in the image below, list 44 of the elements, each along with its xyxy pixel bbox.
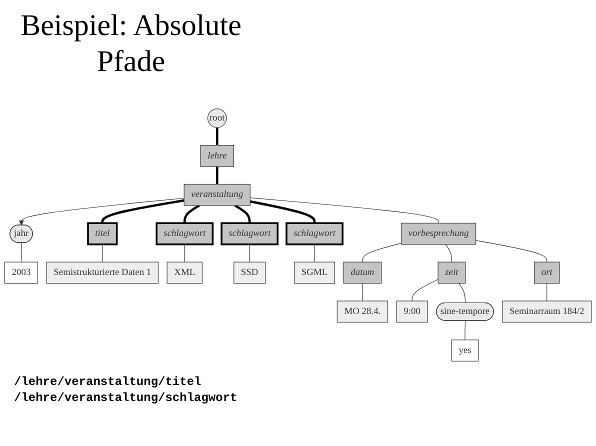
connector xyxy=(476,240,548,262)
node-box: titel xyxy=(87,222,118,246)
connector xyxy=(445,244,452,262)
node-box: 2003 xyxy=(4,262,38,284)
connector xyxy=(546,283,548,302)
node-box: XML xyxy=(166,262,202,284)
connector xyxy=(234,204,251,224)
arrow xyxy=(18,198,184,226)
node-box: yes xyxy=(451,340,479,362)
connector xyxy=(314,244,315,262)
path-expression: /lehre/veranstaltung/schlagwort xyxy=(14,390,238,406)
node-box: datum xyxy=(343,262,382,284)
connector xyxy=(250,200,316,224)
connector xyxy=(216,166,218,184)
connector xyxy=(101,199,184,224)
node-box: schlagwort xyxy=(286,222,344,246)
connector xyxy=(250,197,439,224)
node-box: SSD xyxy=(234,262,266,284)
node-box: ort xyxy=(534,262,560,284)
connector xyxy=(184,244,185,262)
node-circle: root xyxy=(207,108,227,128)
node-box: zeit xyxy=(438,262,466,284)
node-box: veranstaltung xyxy=(184,184,250,206)
connector xyxy=(464,320,466,340)
node-box: SGML xyxy=(294,262,336,284)
connector xyxy=(216,128,218,146)
node-box: MO 28.4. xyxy=(336,300,388,323)
connector xyxy=(249,244,250,262)
path-expression: /lehre/veranstaltung/titel xyxy=(14,374,202,390)
connector xyxy=(20,242,22,262)
node-box: schlagwort xyxy=(156,222,214,246)
node-box: Semistrukturierte Daten 1 xyxy=(46,262,159,284)
connector xyxy=(362,243,402,262)
node-box: 9:00 xyxy=(396,300,428,323)
diagram-title: Beispiel: Absolute Pfade xyxy=(20,8,242,80)
node-box: lehre xyxy=(200,145,234,167)
connector xyxy=(183,204,200,224)
node-box: vorbesprechung xyxy=(400,222,476,245)
connector xyxy=(458,283,466,304)
connector xyxy=(362,283,363,302)
connector xyxy=(102,244,103,262)
connector xyxy=(412,279,438,302)
node-box: schlagwort xyxy=(220,222,279,246)
node-box: Seminarraum 184/2 xyxy=(502,300,592,323)
